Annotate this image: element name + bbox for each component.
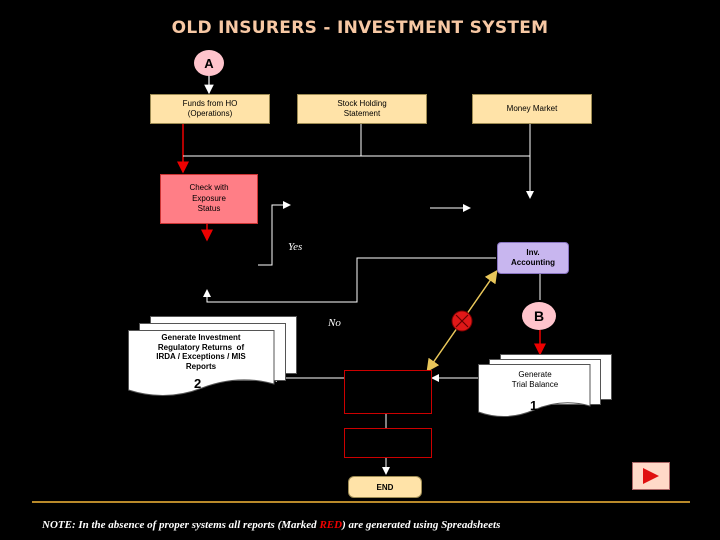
trial-balance-document: Generate Trial Balance 1: [478, 354, 614, 424]
inv-accounting-box: Inv. Accounting: [497, 242, 569, 274]
check-exposure-box: Check with Exposure Status: [160, 174, 258, 224]
process-box-1: [344, 370, 432, 414]
regulatory-returns-document: Generate Investment Regulatory Returns o…: [128, 316, 298, 402]
money-market-box: Money Market: [472, 94, 592, 124]
end-terminator: END: [348, 476, 422, 498]
red-cross-icon: [451, 310, 473, 332]
page-title: OLD INSURERS - INVESTMENT SYSTEM: [171, 18, 549, 38]
funds-from-ho-box: Funds from HO (Operations): [150, 94, 270, 124]
footnote: NOTE: In the absence of proper systems a…: [42, 519, 500, 531]
process-box-2: [344, 428, 432, 458]
yes-label: Yes: [288, 241, 303, 253]
footnote-red: RED: [319, 519, 343, 531]
next-slide-button[interactable]: [632, 462, 670, 490]
stock-holding-statement-box: Stock Holding Statement: [297, 94, 427, 124]
no-label: No: [328, 317, 341, 329]
trial-balance-number: 1: [530, 398, 538, 413]
divider-line: [32, 501, 690, 503]
regulatory-returns-number: 2: [194, 376, 202, 391]
footnote-suffix: ) are generated using Spreadsheets: [342, 519, 501, 531]
play-arrow-icon: [643, 468, 659, 484]
trial-balance-text: Generate Trial Balance: [511, 370, 559, 389]
connector-b: B: [522, 302, 556, 330]
regulatory-returns-text: Generate Investment Regulatory Returns o…: [156, 333, 246, 371]
connector-a: A: [194, 50, 224, 76]
footnote-prefix: NOTE: In the absence of proper systems a…: [42, 519, 320, 531]
